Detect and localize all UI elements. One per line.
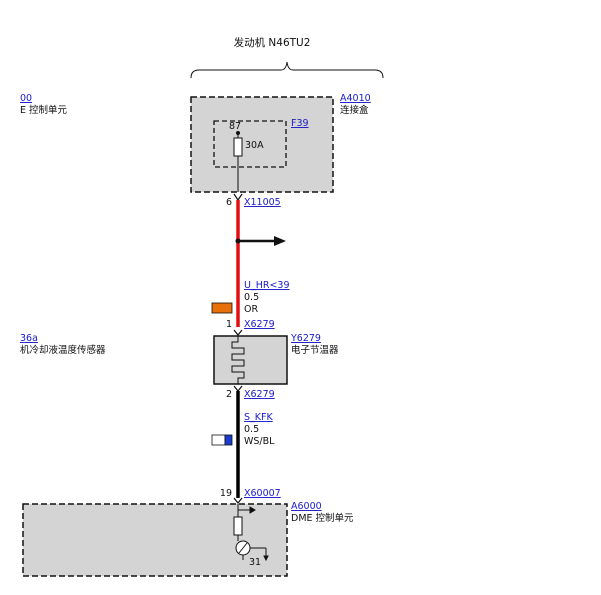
black-wire-color: WS/BL — [244, 436, 275, 447]
left-ref-top-code[interactable]: 00 — [20, 93, 32, 104]
fuse-pin: 87 — [229, 121, 241, 132]
junction-box-code[interactable]: A4010 — [340, 93, 371, 104]
engine-brace — [190, 61, 384, 79]
thermostat-name: 电子节温器 — [291, 344, 339, 356]
dme-code[interactable]: A6000 — [291, 501, 322, 512]
red-wire-color: OR — [244, 304, 258, 315]
thermostat-code[interactable]: Y6279 — [290, 333, 321, 344]
connector-top-chevron — [233, 193, 243, 202]
junction-box — [190, 96, 334, 193]
fuse-symbol — [233, 137, 243, 157]
dme-connector[interactable]: X60007 — [244, 488, 281, 499]
dme-chevron — [233, 497, 243, 504]
left-ref-top-name: E 控制单元 — [20, 104, 68, 116]
dme-name: DME 控制单元 — [291, 512, 354, 524]
red-wire-gauge: 0.5 — [244, 292, 259, 303]
left-ref-mid-code[interactable]: 36a — [20, 333, 38, 344]
fuse-code[interactable]: F39 — [291, 118, 309, 129]
thermostat-out-chevron — [233, 385, 243, 392]
connector-top-code[interactable]: X11005 — [244, 197, 281, 208]
thermostat-pin-in: 1 — [226, 319, 232, 330]
black-wire-signal[interactable]: S_KFK — [244, 412, 273, 423]
thermostat-connector-out[interactable]: X6279 — [244, 389, 275, 400]
dme-pin: 19 — [220, 488, 232, 499]
junction-box-name: 连接盒 — [340, 104, 369, 116]
fuse-rating: 30A — [245, 140, 264, 151]
dme-box — [22, 503, 288, 577]
red-wire-color-swatch — [211, 302, 233, 314]
black-wire-gauge: 0.5 — [244, 424, 259, 435]
branch-arrow-icon[interactable] — [274, 236, 286, 246]
engine-label: 发动机 N46TU2 — [234, 36, 311, 49]
thermostat-box — [213, 335, 288, 385]
black-wire-swatch-right — [224, 434, 233, 446]
dme-internal-circuit — [233, 504, 269, 562]
heater-element-icon — [231, 336, 245, 384]
fuse-box-inner — [213, 120, 287, 168]
red-wire-signal[interactable]: U_HR<39 — [244, 280, 290, 291]
left-ref-mid-name: 机冷却液温度传感器 — [20, 344, 106, 356]
connector-top-pin: 6 — [226, 197, 232, 208]
black-wire-swatch-left — [211, 434, 226, 446]
thermostat-connector-in[interactable]: X6279 — [244, 319, 275, 330]
thermostat-pin-out: 2 — [226, 389, 232, 400]
dme-ground-pin: 31 — [249, 557, 261, 568]
thermostat-in-chevron — [233, 329, 243, 336]
